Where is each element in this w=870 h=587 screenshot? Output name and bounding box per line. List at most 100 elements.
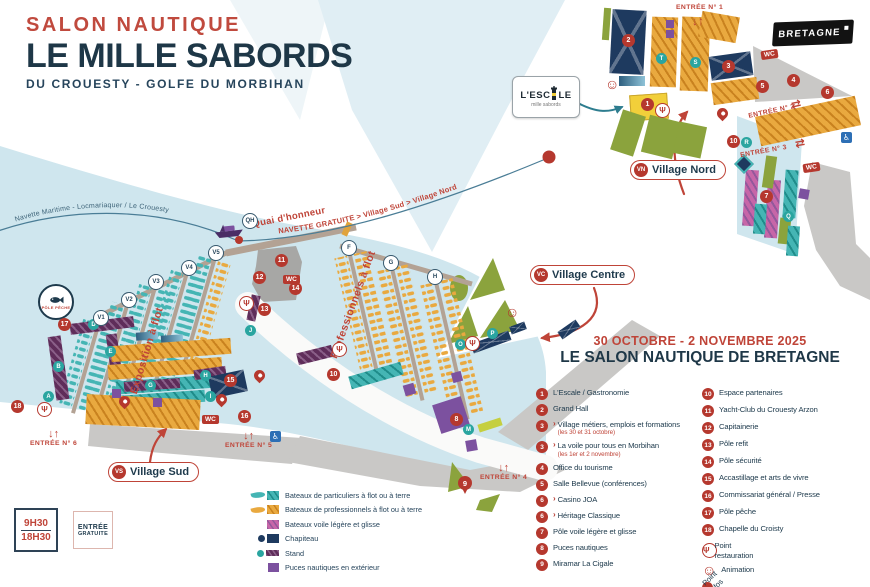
legend-row: 16 Commissariat général / Presse <box>702 490 870 502</box>
lighthouse-icon <box>551 86 558 100</box>
legend-arrow-mark: › <box>553 440 556 450</box>
letter-map-marker: I <box>205 391 216 402</box>
swatch-row: Stand <box>243 547 422 559</box>
swatch-label: Bateaux de professionnels à flot ou à te… <box>285 505 423 515</box>
swatch-row: Puces nautiques en extérieur <box>243 562 422 574</box>
swatch-row: Bateaux de professionnels à flot ou à te… <box>243 504 422 516</box>
legend-label: Héritage Classique <box>557 510 621 520</box>
stand-square <box>153 398 162 407</box>
event-title: LE MILLE SABORDS <box>26 37 353 75</box>
letter-map-marker: T <box>656 53 667 64</box>
map-icon <box>605 77 619 91</box>
numbered-map-marker: 17 <box>58 318 71 331</box>
legend-label: Capitainerie <box>719 422 759 431</box>
legend-arrow-mark: › <box>553 419 556 428</box>
pontoon-marker: V2 <box>121 292 137 308</box>
village-pill: VC Village Centre <box>530 265 636 285</box>
pole-peche-logo: PÔLE PÊCHE <box>38 284 74 320</box>
legend-number-badge: 16 <box>702 490 714 502</box>
map-icon <box>505 305 519 319</box>
legend-row: 11 Yacht-Club du Crouesty Arzon <box>702 405 870 417</box>
swatch <box>243 550 279 557</box>
legend-label: Pôle voile légère et glisse <box>553 526 637 536</box>
legend-label: Casino JOA <box>557 494 598 504</box>
legend-label: Point restauration <box>714 541 754 560</box>
legend-row: 5 Salle Bellevue (conférences) <box>536 478 700 491</box>
village-badge: VC <box>534 268 548 282</box>
legend-label: Accastillage et arts de vivre <box>719 473 809 482</box>
legend-row: 9 Miramar La Cigale <box>536 558 700 571</box>
event-subtitle: DU CROUESTY - GOLFE DU MORBIHAN <box>26 76 305 91</box>
legend-icon-row: Point restauration <box>702 541 753 560</box>
legend-row: 8 Puces nautiques <box>536 542 700 555</box>
legend-label: Commissariat général / Presse <box>719 490 820 499</box>
opening-time: 9H30 <box>21 518 51 531</box>
legend-number-badge: 6 <box>536 510 548 523</box>
letter-map-marker: M <box>463 424 474 435</box>
legend-label: Pôle refit <box>719 439 748 448</box>
numbered-map-marker: 12 <box>253 271 266 284</box>
letter-map-marker: A <box>43 391 54 402</box>
stand-square <box>465 439 478 452</box>
swatch-label: Puces nautiques en extérieur <box>285 563 380 573</box>
legend-label: Pôle pêche <box>719 507 756 516</box>
village-badge: VS <box>112 465 126 479</box>
pontoon-marker: V5 <box>208 245 224 261</box>
legend-column-1: 1 L'Escale / Gastronomie 2 Grand Hall 3 … <box>536 388 700 575</box>
free-entry-line1: ENTRÉE <box>77 523 109 531</box>
pontoon-marker: V4 <box>181 260 197 276</box>
legend-row: 4 Office du tourisme <box>536 462 700 475</box>
legend-row: 10 Espace partenaires <box>702 388 870 400</box>
pontoon-marker: V1 <box>93 310 109 326</box>
map-icon <box>655 103 670 118</box>
escale-logo: L'ESC LE mille sabords <box>512 76 580 118</box>
swatch-label: Bateaux voile légère et glisse <box>285 519 380 529</box>
legend-column-2: 10 Espace partenaires 11 Yacht-Club du C… <box>699 388 870 587</box>
legend-label: Animation <box>721 565 755 575</box>
legend-number-badge: 10 <box>702 388 714 400</box>
legend-icon-row: Point infos <box>699 569 725 587</box>
event-dates: 30 OCTOBRE - 2 NOVEMBRE 2025 <box>593 334 807 348</box>
entrance-label: ENTRÉE N° 5 <box>225 430 272 449</box>
stand-square <box>798 188 810 200</box>
swatch-row: Bateaux de particuliers à flot ou à terr… <box>243 489 422 501</box>
village-badge: VN <box>634 163 648 177</box>
boat-stand <box>785 225 801 257</box>
swatch-label: Stand <box>285 548 305 558</box>
stand-square <box>666 20 674 28</box>
legend-number-badge: 15 <box>702 473 714 485</box>
numbered-map-marker: 5 <box>756 80 769 93</box>
swatch-row: Bateaux voile légère et glisse <box>243 518 422 530</box>
escale-logo-sub: mille sabords <box>531 102 561 108</box>
swatch-label: Chapiteau <box>285 534 319 544</box>
swatch <box>243 491 279 500</box>
numbered-map-marker: 1 <box>641 98 654 111</box>
fish-icon <box>50 296 64 303</box>
legend-row: 3 › Village métiers, emplois et formatio… <box>536 419 700 437</box>
legend-number-badge: 1 <box>536 388 548 400</box>
legend-label: L'Escale / Gastronomie <box>553 388 630 397</box>
legend-row: 15 Accastillage et arts de vivre <box>702 473 870 485</box>
pontoon-marker: F <box>341 240 357 256</box>
numbered-map-marker: 10 <box>327 368 340 381</box>
escale-logo-text: LE <box>558 90 572 101</box>
legend-label: Salle Bellevue (conférences) <box>553 478 647 488</box>
numbered-map-marker: 4 <box>787 74 800 87</box>
legend-row: 17 Pôle pêche <box>702 507 870 519</box>
escale-logo-text: L'ESC <box>520 90 551 101</box>
swatch <box>243 563 279 572</box>
closing-time: 18H30 <box>21 531 51 543</box>
numbered-map-marker: 16 <box>238 410 251 423</box>
legend-row: 18 Chapelle du Croisty <box>702 524 870 536</box>
swatch <box>243 520 279 529</box>
free-entry-box: ENTRÉE GRATUITE <box>73 511 113 549</box>
letter-map-marker: S <box>690 57 701 68</box>
stand-square <box>666 30 674 38</box>
letter-map-marker: D <box>88 319 99 330</box>
map-icon <box>794 135 806 151</box>
legend-number-badge: 18 <box>702 524 714 536</box>
village-pill: VS Village Sud <box>108 462 200 482</box>
legend-number-badge: 11 <box>702 405 714 417</box>
free-entry-line2: GRATUITE <box>77 530 109 537</box>
legend-label: La voile pour tous en Morbihan <box>557 441 659 451</box>
